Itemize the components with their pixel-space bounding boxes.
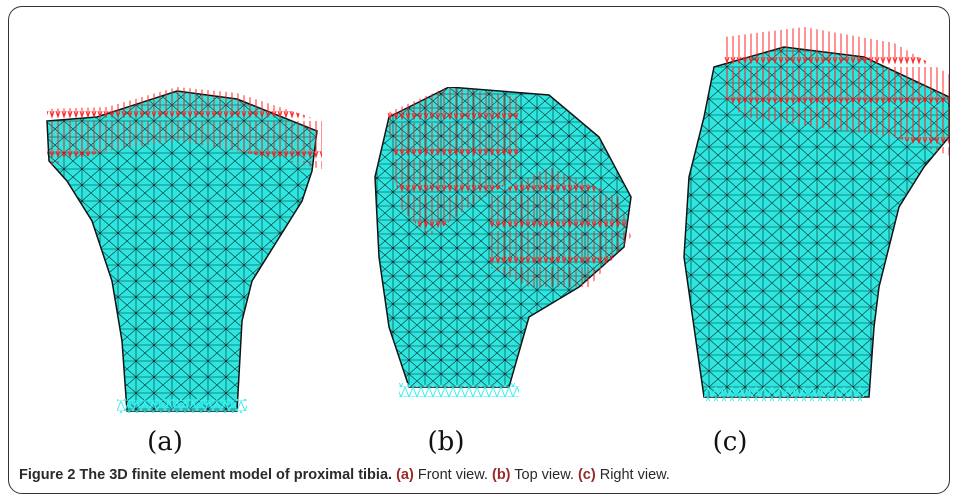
tibia-front-model [46, 87, 322, 413]
caption-text-a: Front view. [413, 467, 492, 483]
panel-a-label: (a) [147, 427, 183, 457]
load-arrows [387, 87, 519, 237]
figure-frame: (a) (b) (c) Figure 2 The 3D finite eleme… [8, 6, 950, 494]
figure-caption: Figure 2 The 3D finite element model of … [19, 467, 670, 483]
tibia-top-model [374, 87, 632, 397]
caption-ref-b: (b) [491, 467, 511, 483]
constraint-marks [704, 387, 864, 401]
panel-c-right-view [664, 27, 949, 427]
tibia-right-model [683, 27, 949, 401]
caption-text-c: Right view. [595, 467, 670, 483]
constraint-marks [117, 399, 247, 413]
caption-ref-a: (a) [396, 467, 414, 483]
load-arrows [47, 87, 322, 169]
caption-text-b: Top view. [510, 467, 578, 483]
panel-b-label: (b) [427, 427, 465, 457]
caption-ref-c: (c) [577, 467, 596, 483]
panel-c-label: (c) [712, 427, 748, 457]
load-arrows [724, 27, 949, 156]
panel-a-front-view [37, 81, 337, 431]
caption-title: Figure 2 The 3D finite element model of … [19, 467, 393, 483]
load-arrows-lateral [489, 167, 631, 287]
constraint-marks [399, 383, 519, 397]
panel-b-top-view [369, 87, 649, 425]
